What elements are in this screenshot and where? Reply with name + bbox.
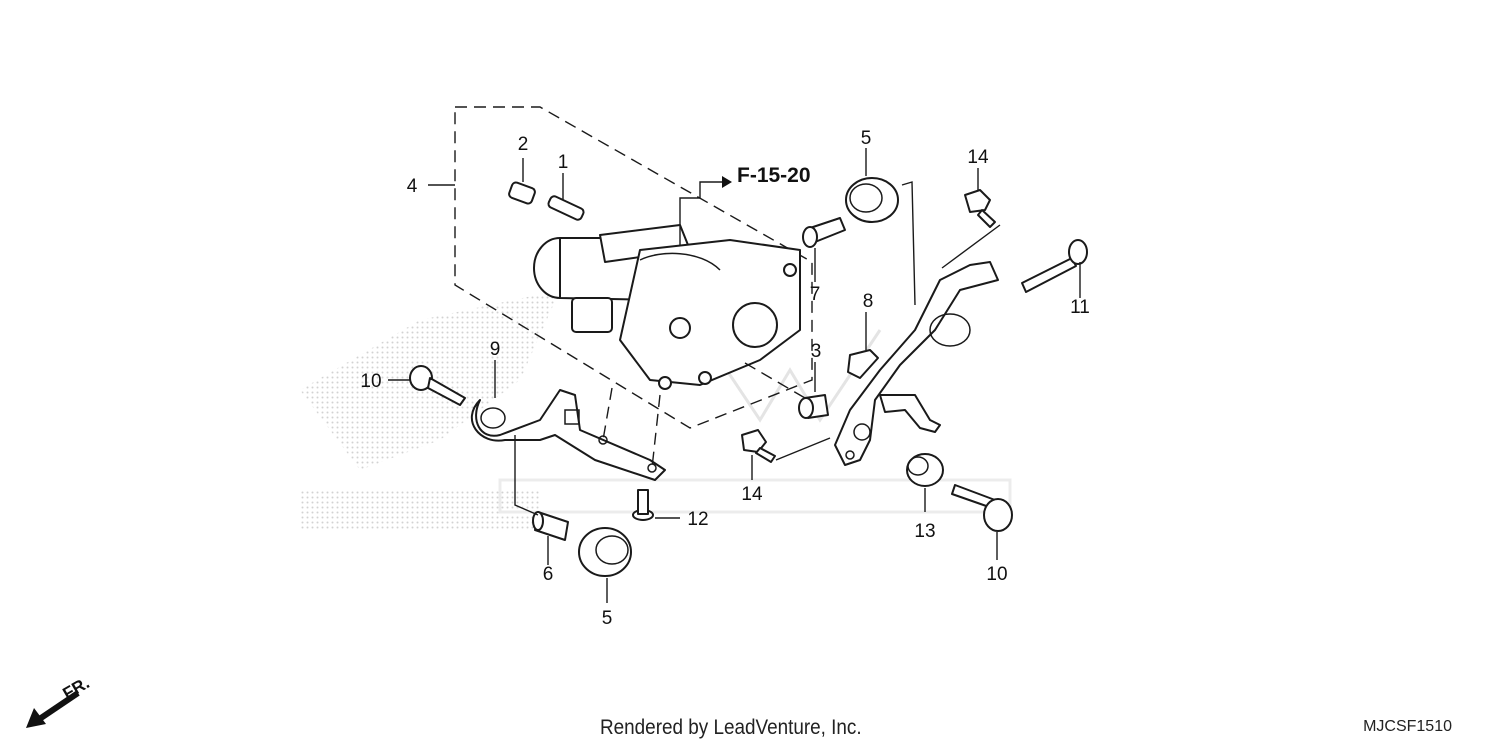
bolt-14-bottom xyxy=(741,429,776,463)
screw-12 xyxy=(632,489,654,521)
callout-4: 4 xyxy=(407,176,418,197)
grommet-5-bottom xyxy=(578,527,632,577)
fitting-2 xyxy=(508,181,536,205)
bolt-11 xyxy=(1021,239,1088,293)
fitting-1 xyxy=(547,195,585,221)
callout-10-right: 10 xyxy=(986,564,1007,585)
collar-3 xyxy=(798,394,829,419)
callout-2: 2 xyxy=(518,134,529,155)
callout-5-bottom: 5 xyxy=(602,608,613,629)
callout-9: 9 xyxy=(490,339,501,360)
collar-13 xyxy=(906,453,944,487)
bolt-14-top xyxy=(964,189,996,228)
valve-body xyxy=(533,224,801,390)
diagram-code: MJCSF1510 xyxy=(1363,718,1452,735)
bracket-left xyxy=(470,389,666,481)
collar-7 xyxy=(802,217,846,248)
front-direction-arrow-icon xyxy=(26,690,80,728)
grommet-5-top xyxy=(845,177,899,223)
callout-3: 3 xyxy=(811,341,822,362)
callout-10-left: 10 xyxy=(360,371,381,392)
callout-8: 8 xyxy=(863,291,874,312)
collar-6 xyxy=(532,511,569,541)
assembly-outline xyxy=(454,106,813,429)
callout-11: 11 xyxy=(1070,297,1090,318)
bolt-10-left xyxy=(409,365,466,406)
callout-1: 1 xyxy=(558,152,569,173)
callout-13: 13 xyxy=(914,521,935,542)
callout-14-top: 14 xyxy=(967,147,989,168)
bolt-10-right xyxy=(951,484,1013,532)
callout-12: 12 xyxy=(687,509,708,530)
bracket-right xyxy=(834,261,999,466)
callout-6: 6 xyxy=(543,564,554,585)
rendered-by-credit: Rendered by LeadVenture, Inc. xyxy=(600,716,862,739)
callout-5-top: 5 xyxy=(861,128,872,149)
reference-label: F-15-20 xyxy=(737,164,811,187)
callout-14-bottom: 14 xyxy=(741,484,763,505)
callout-7: 7 xyxy=(810,284,821,305)
